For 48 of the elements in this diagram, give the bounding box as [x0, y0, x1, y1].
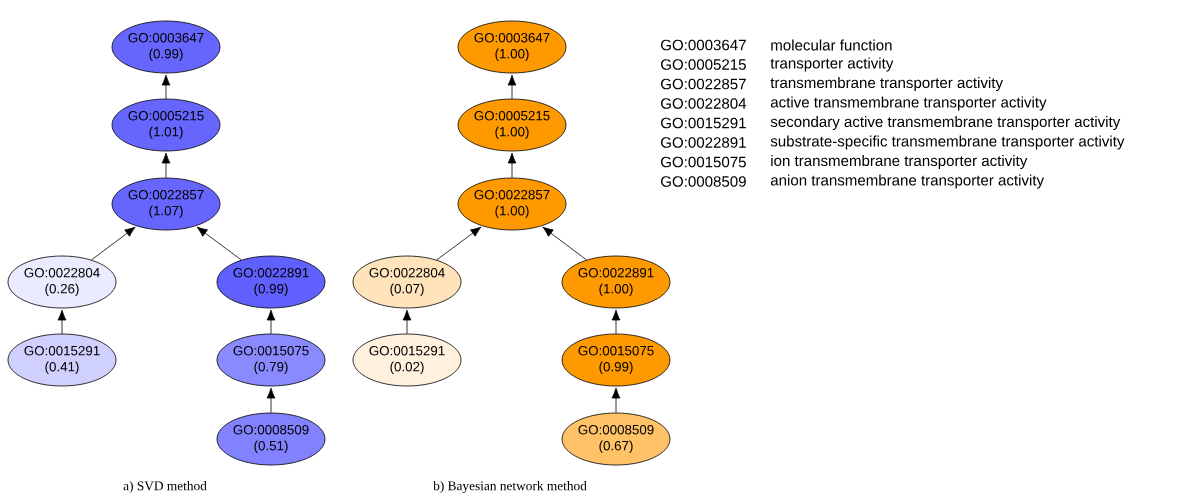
- term-description: anion transmembrane transporter activity: [770, 174, 1045, 189]
- ellipse-node: GO:0022857 (1.00): [457, 177, 567, 231]
- ellipse-node: GO:0003647 (1.00): [457, 20, 567, 74]
- ellipse-node: GO:0008509 (0.67): [561, 412, 671, 466]
- term-id: GO:0022857: [661, 78, 746, 90]
- ellipse-node: GO:0015075 (0.99): [561, 333, 671, 387]
- arrow: [611, 387, 621, 413]
- ellipse-node: GO:0022857 (1.07): [111, 177, 221, 231]
- ellipse-node: GO:0015291 (0.02): [352, 333, 462, 387]
- term-description: secondary active transmembrane transporter activity: [770, 116, 1121, 130]
- ellipse-node: GO:0005215 (1.00): [457, 98, 567, 152]
- term-id: GO:0022891: [661, 137, 746, 148]
- ellipse-node: GO:0015075 (0.79): [216, 333, 326, 387]
- ellipse-node: GO:0022804 (0.07): [352, 255, 462, 309]
- ellipse-node: GO:0015291 (0.41): [7, 333, 117, 387]
- arrow: [542, 226, 587, 261]
- arrow: [266, 387, 276, 413]
- panel-caption: b) Bayesian network method: [433, 480, 587, 494]
- term-id: GO:0005215: [661, 59, 746, 70]
- panel-caption: a) SVD method: [123, 480, 207, 494]
- arrow: [507, 74, 517, 99]
- arrow: [57, 309, 67, 334]
- arrow: [196, 226, 242, 261]
- arrow: [91, 226, 136, 261]
- term-description: molecular function: [771, 39, 892, 51]
- term-id: GO:0015291: [661, 117, 746, 129]
- ellipse-node: GO:0022891 (0.99): [216, 255, 326, 309]
- ellipse-node: GO:0022804 (0.26): [7, 255, 117, 309]
- arrow: [266, 309, 276, 334]
- term-description: ion transmembrane transporter activity: [771, 155, 1028, 169]
- arrow: [611, 309, 621, 334]
- arrow: [507, 152, 517, 178]
- term-description: substrate-specific transmembrane transporter activity: [770, 135, 1125, 150]
- arrow: [161, 74, 171, 99]
- term-description: active transmembrane transporter activity: [770, 96, 1047, 111]
- ellipse-node: GO:0003647 (0.99): [111, 20, 221, 74]
- arrow: [402, 309, 412, 334]
- ellipse-node: GO:0005215 (1.01): [111, 98, 221, 152]
- arrow: [436, 226, 482, 261]
- term-id: GO:0003647: [661, 39, 746, 51]
- ellipse-node: GO:0008509 (0.51): [216, 412, 326, 466]
- term-id: GO:0015075: [661, 156, 746, 168]
- term-description: transmembrane transporter activity: [770, 77, 1003, 91]
- term-description: transporter activity: [770, 57, 894, 72]
- arrow: [161, 152, 171, 178]
- ellipse-node: GO:0022891 (1.00): [561, 255, 671, 309]
- term-id: GO:0022804: [661, 98, 747, 109]
- term-id: GO:0008509: [661, 176, 746, 187]
